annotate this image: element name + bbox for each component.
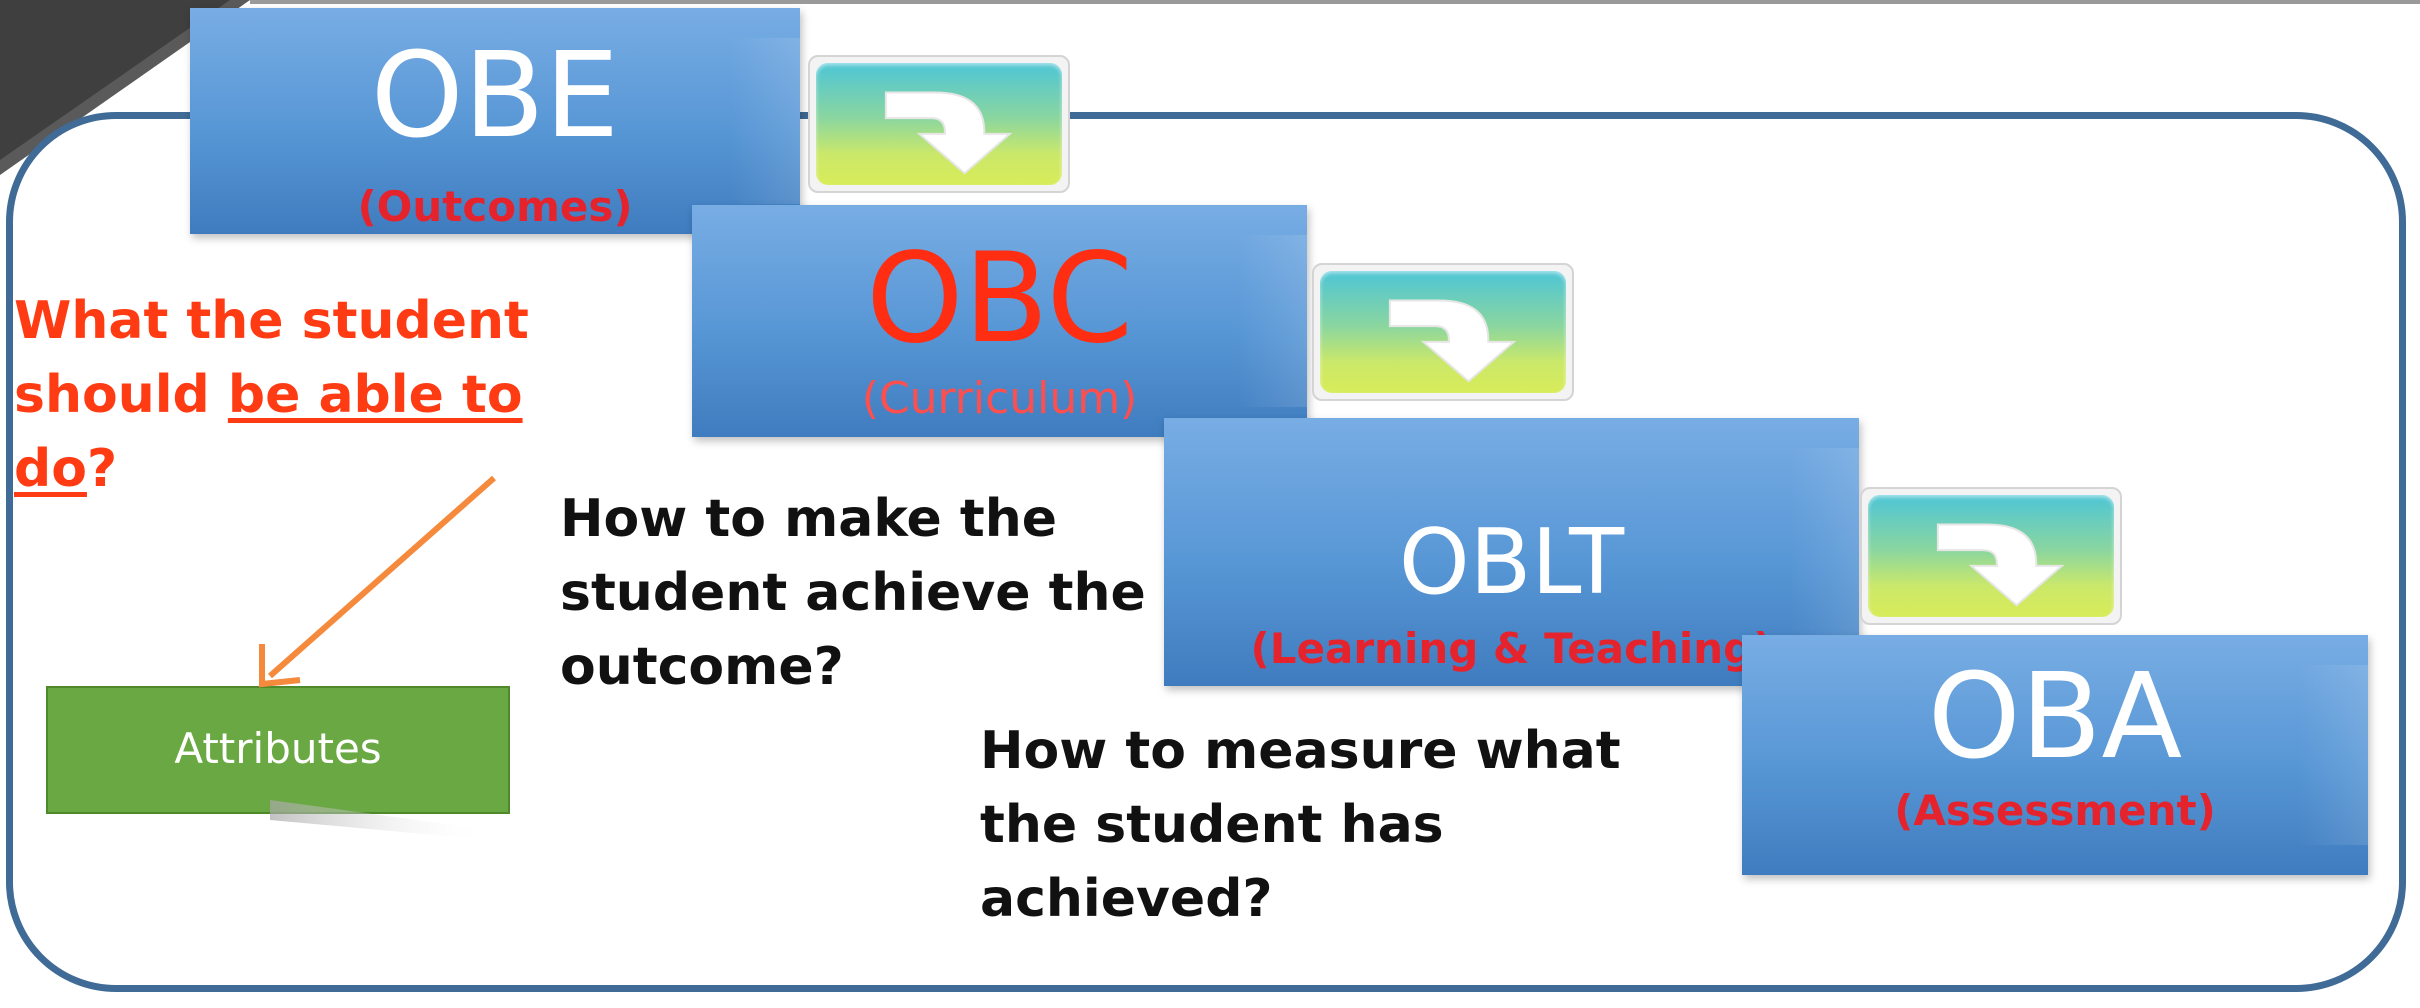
step-subtitle: (Outcomes) [357,182,633,231]
attributes-reflection [270,800,490,840]
outcome-question-emphasis-do: do [14,439,87,499]
step-oba: OBA (Assessment) [1742,635,2368,875]
attributes-label: Attributes [174,724,382,773]
arrow-glyph [884,91,1013,175]
outcome-question-emphasis: be able to [227,365,523,425]
step-title: OBA [1927,647,2183,785]
step-obe: OBE (Outcomes) [190,8,800,234]
measure-question-line: achieved? [980,869,1273,929]
curved-down-arrow-icon [808,55,1070,193]
attributes-box: Attributes [46,686,510,814]
step-title: OBLT [1398,510,1625,615]
curved-down-arrow-icon [1312,263,1574,401]
arrow-glyph [1388,299,1517,383]
measure-question-line: How to measure what [980,721,1621,781]
outcome-question-suffix: ? [86,439,118,499]
step-subtitle: (Assessment) [1894,786,2216,835]
measure-question: How to measure what the student has achi… [980,714,1621,936]
step-title: OBE [370,26,620,164]
curved-down-arrow-icon [1860,487,2122,625]
achieve-question-line: outcome? [560,637,844,697]
arrow-glyph [1936,523,2065,607]
step-obc: OBC (Curriculum) [692,205,1307,437]
step-subtitle: (Learning & Teaching) [1250,624,1773,673]
achieve-question-line: How to make the [560,489,1058,549]
step-subtitle: (Curriculum) [861,373,1138,424]
outcome-question: What the student should be able to do? [14,284,529,506]
measure-question-line: the student has [980,795,1444,855]
outcome-question-line-3: do? [14,432,529,506]
outcome-question-line-1: What the student [14,291,529,351]
achieve-question: How to make the student achieve the outc… [560,482,1146,704]
step-title: OBC [865,227,1134,371]
outcome-question-line-2: should be able to [14,358,529,432]
achieve-question-line: student achieve the [560,563,1146,623]
outcome-question-prefix: should [14,365,228,425]
